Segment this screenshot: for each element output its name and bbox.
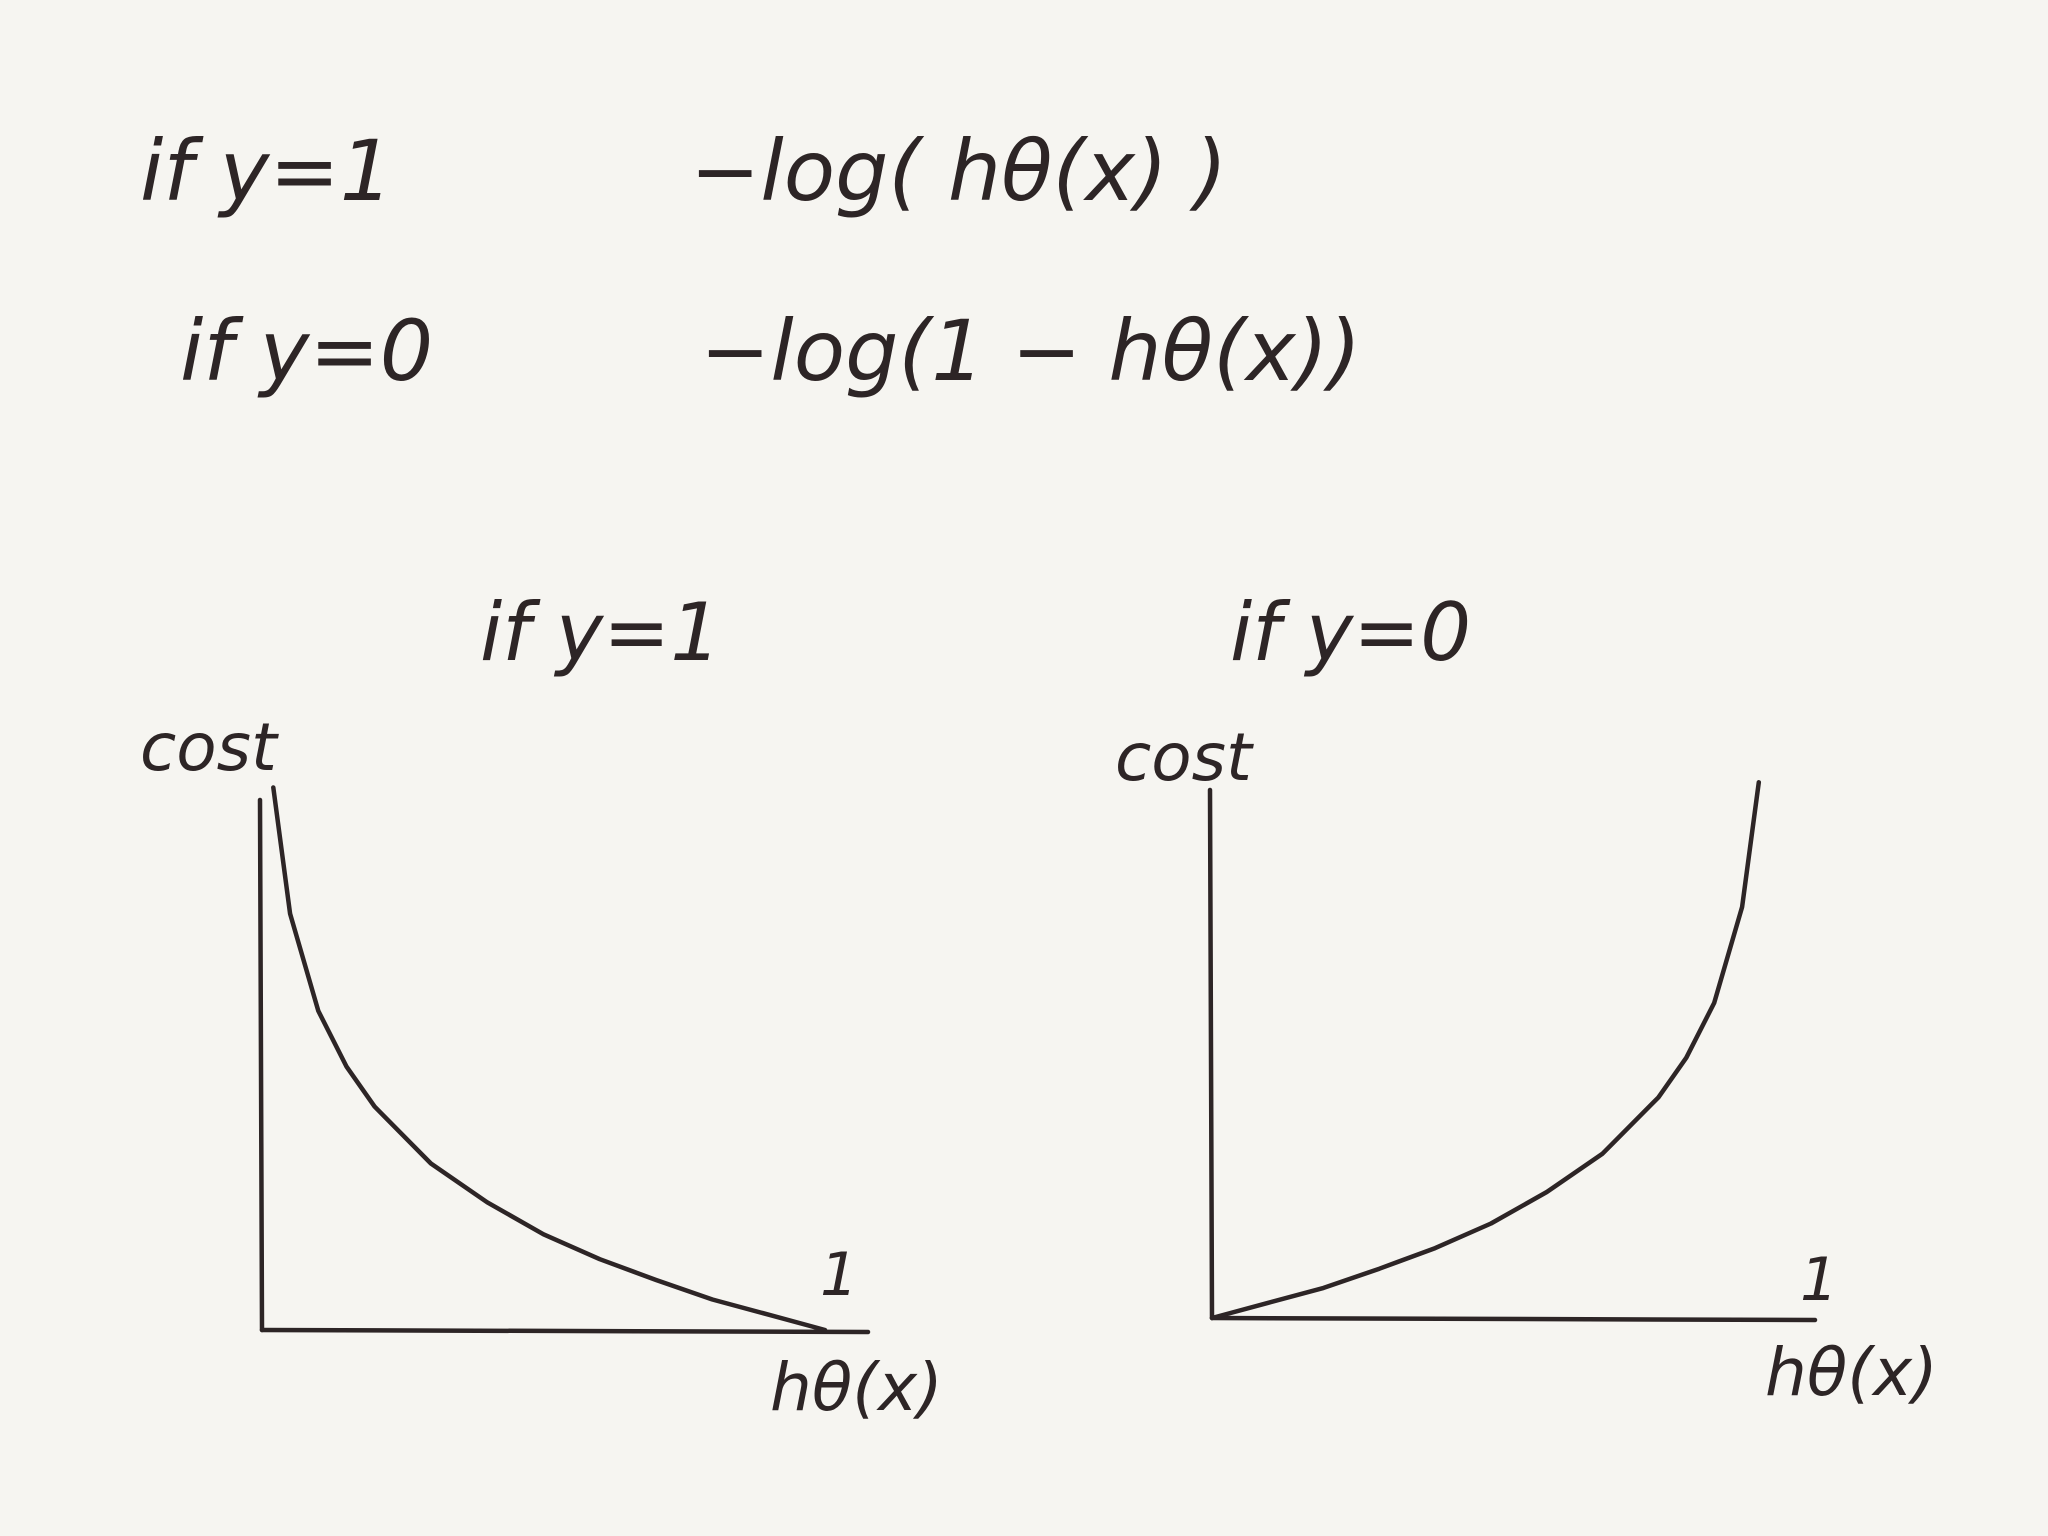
chart-y1: if y=1 cost 1 hθ(x) <box>140 586 943 1426</box>
formula-2-expression: −log(1 − hθ(x)) <box>700 302 1361 400</box>
chart-y0-xlabel: hθ(x) <box>1765 1334 1938 1411</box>
chart-y1-ylabel: cost <box>140 709 279 786</box>
formula-2-condition: if y=0 <box>180 302 433 400</box>
chart-y0-x-axis <box>1209 1315 1818 1323</box>
chart-y0-cost-curve <box>1209 780 1762 1321</box>
chart-y1-title: if y=1 <box>480 586 721 679</box>
chart-y0-title: if y=0 <box>1230 586 1471 679</box>
formula-1-condition: if y=1 <box>140 122 393 220</box>
chart-y0: if y=0 cost 1 hθ(x) <box>1115 586 1938 1411</box>
chart-y1-y-axis <box>257 797 265 1333</box>
chart-y0-ylabel: cost <box>1115 719 1254 796</box>
chart-y1-cost-curve <box>271 785 828 1333</box>
chart-y1-x-axis <box>259 1327 871 1335</box>
chart-y1-x-tick-1: 1 <box>820 1240 858 1310</box>
chart-y0-x-tick-1: 1 <box>1800 1245 1838 1315</box>
chart-y0-y-axis <box>1207 787 1215 1321</box>
chart-y1-xlabel: hθ(x) <box>770 1349 943 1426</box>
formula-1-expression: −log( hθ(x) ) <box>690 122 1227 220</box>
